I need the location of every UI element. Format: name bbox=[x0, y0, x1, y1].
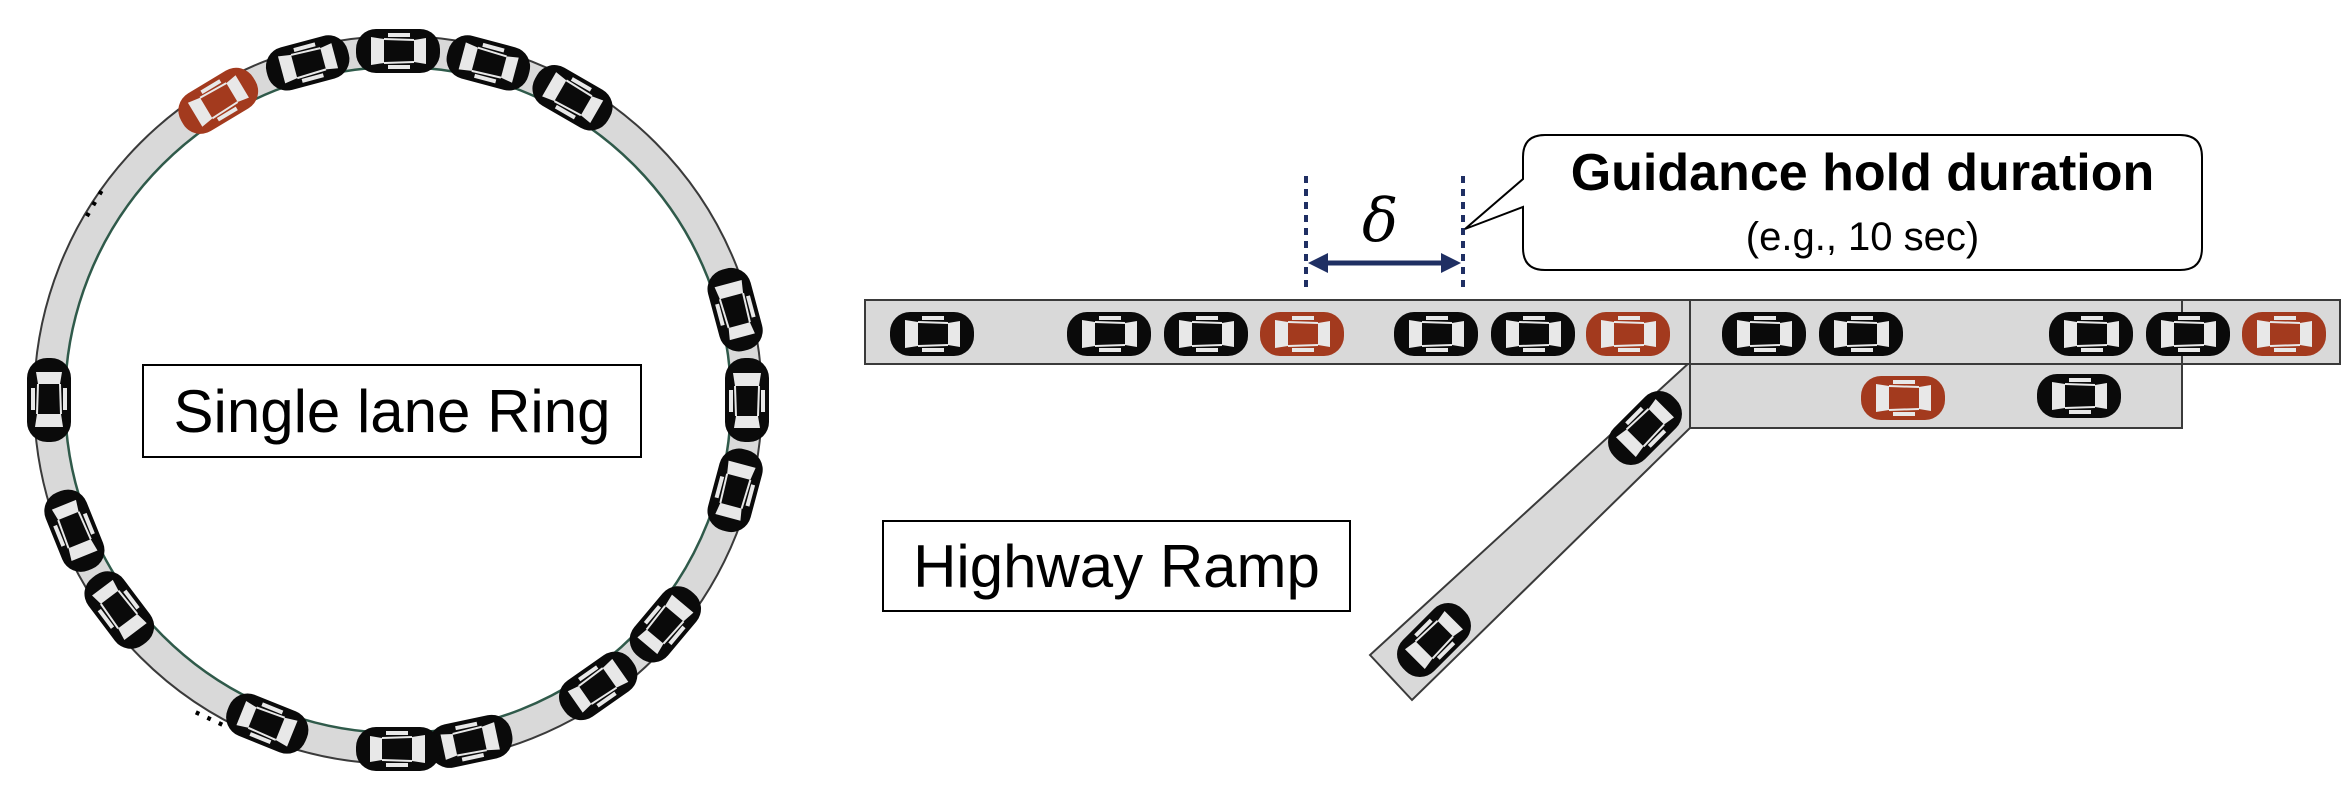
gap-annotation bbox=[1304, 176, 1465, 290]
main-lane-vehicle bbox=[1163, 311, 1249, 357]
main-lane-vehicle bbox=[1393, 311, 1479, 357]
ring-vehicle bbox=[724, 357, 770, 443]
main-lane-vehicle bbox=[1066, 311, 1152, 357]
gap-arrow-head-right bbox=[1441, 253, 1461, 273]
ring-vehicle bbox=[26, 357, 72, 443]
ramp-scenario-label: Highway Ramp bbox=[882, 520, 1351, 612]
ring-vehicle bbox=[355, 726, 441, 772]
ring-vehicle bbox=[355, 28, 441, 74]
main-lane-vehicle bbox=[2145, 311, 2231, 357]
main-lane-vehicle bbox=[1818, 311, 1904, 357]
main-lane-vehicle bbox=[1721, 311, 1807, 357]
highway-road bbox=[864, 299, 2341, 702]
merge-lane-vehicle bbox=[2036, 373, 2122, 419]
ring-scenario-label: Single lane Ring bbox=[142, 364, 642, 458]
callout-bubble bbox=[1464, 134, 2203, 271]
gap-arrow-head-left bbox=[1308, 253, 1328, 273]
main-lane-vehicle bbox=[1259, 311, 1345, 357]
callout-title: Guidance hold duration bbox=[1570, 144, 2155, 202]
main-lane-vehicle bbox=[2048, 311, 2134, 357]
merge-lane-vehicle bbox=[1860, 375, 1946, 421]
main-lane-vehicle bbox=[1490, 311, 1576, 357]
main-lane-vehicle bbox=[889, 311, 975, 357]
gap-delta-symbol: δ bbox=[1362, 186, 1399, 256]
main-lane-vehicle bbox=[1585, 311, 1671, 357]
callout-subtitle: (e.g., 10 sec) bbox=[1745, 215, 1980, 259]
callout: Guidance hold duration (e.g., 10 sec) bbox=[1525, 135, 2200, 265]
main-lane-vehicle bbox=[2241, 311, 2327, 357]
